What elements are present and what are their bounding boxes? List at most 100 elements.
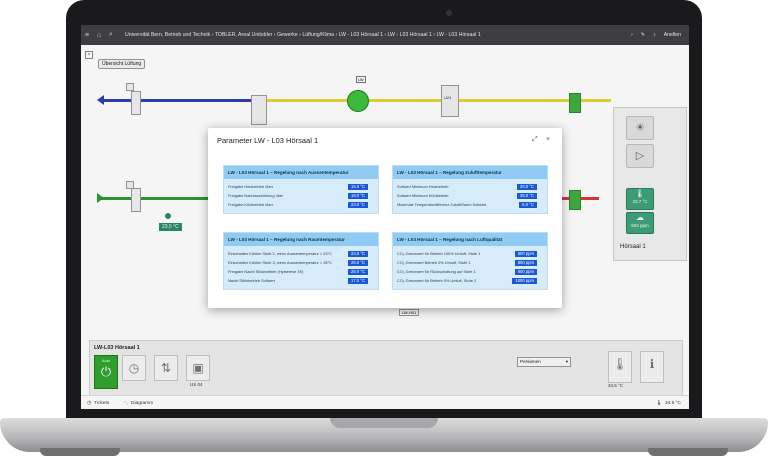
param-row: Freigabe Kühlbetrieb über 23.0 °C: [224, 200, 378, 209]
param-value[interactable]: 18.0 °C: [347, 192, 368, 199]
exhaust-valve[interactable]: [569, 190, 581, 210]
screen: ≡ ⌂ ⌕ Universität Bern, Betrieb und Tech…: [81, 25, 689, 409]
device-button[interactable]: ▣: [186, 355, 210, 381]
param-label: Freigabe Nachtauskühlung über: [228, 193, 284, 198]
expand-icon[interactable]: ⤢: [532, 136, 538, 143]
outdoor-air-pipe: [101, 99, 251, 102]
param-value[interactable]: 15.0 °C: [347, 183, 368, 190]
param-label: Nacht Stützbetrieb Sollwert: [228, 278, 275, 283]
param-value[interactable]: 600 ppm: [514, 250, 537, 257]
room-co2-tile[interactable]: ☁604 ppm: [626, 212, 654, 234]
param-label: Sollwert Minimum Heizbetrieb: [397, 184, 449, 189]
param-value[interactable]: 25.0 °C: [516, 192, 537, 199]
param-row: Freigabe Heizbetrieb über 15.0 °C: [224, 182, 378, 191]
card-supply-temp: LW - L03 Hörsaal 1 – Regelung Zulufttemp…: [392, 165, 548, 214]
param-row: Sollwert Minimum Kühlbetrieb 25.0 °C: [393, 191, 547, 200]
supply-valve[interactable]: [569, 93, 581, 113]
card-header: LW - L03 Hörsaal 1 – Regelung nach Raumt…: [224, 233, 378, 246]
param-label: Maximale Temperaturdifferenz Zuluft/Raum…: [397, 202, 487, 207]
param-label: CO₂-Grenzwert für Betrieb 100% Umluft, S…: [397, 251, 481, 256]
param-label: Freigabe Heizbetrieb über: [228, 184, 273, 189]
user-name[interactable]: Anellen: [663, 32, 681, 38]
auto-label: Auto: [101, 358, 111, 363]
param-value[interactable]: 5.0 °C: [519, 201, 537, 208]
power-icon: ⏻: [100, 364, 112, 379]
pump-button[interactable]: ⇅: [154, 355, 178, 381]
param-label: Freigabe Kühlbetrieb über: [228, 202, 273, 207]
room-name: Hörsaal 1: [620, 244, 646, 250]
room-temp-tile[interactable]: 🌡23.7 °C: [626, 188, 654, 210]
param-value[interactable]: 800 ppm: [514, 259, 537, 266]
damper-upper[interactable]: [126, 83, 134, 91]
param-label: CO₂-Grenzwert für Betrieb 0% Umluft, Stu…: [397, 278, 477, 283]
param-row: CO₂-Grenzwert für Betrieb 100% Umluft, S…: [393, 249, 547, 258]
room-panel: ☀ ▷ 🌡23.7 °C ☁604 ppm Hörsaal 1: [613, 107, 687, 261]
status-temp: 34.6 °C: [664, 400, 681, 406]
light-icon[interactable]: ☀: [626, 116, 654, 140]
param-row: Nacht Stützbetrieb Sollwert 17.0 °C: [224, 276, 378, 285]
outdoor-temp: 23.5 °C: [159, 223, 182, 231]
laptop-notch: [330, 418, 438, 428]
param-label: Einschalten Kühlen Stufe 3, wenn Aussent…: [228, 260, 332, 265]
topbar-actions: › ✎ ♪ Anellen: [631, 32, 689, 38]
param-row: CO₂-Grenzwert für Betrieb 0% Umluft, Stu…: [393, 276, 547, 285]
blinds-select-value: Persienen: [520, 359, 541, 364]
sensor-icon: [165, 213, 171, 219]
thermometer-button[interactable]: 🌡: [608, 351, 632, 383]
clock-icon[interactable]: ◷: [87, 400, 92, 406]
edit-icon[interactable]: ✎: [640, 32, 646, 38]
laptop-foot-left: [40, 448, 120, 456]
param-value[interactable]: 23.0 °C: [347, 250, 368, 257]
card-outdoor-temp: LW - L03 Hörsaal 1 – Regelung nach Ausse…: [223, 165, 379, 214]
chart-icon[interactable]: 〽: [123, 401, 129, 407]
damper-label: U24: [444, 95, 452, 100]
close-icon[interactable]: ×: [546, 136, 551, 143]
auto-button[interactable]: Auto ⏻: [94, 355, 118, 389]
laptop-foot-right: [648, 448, 728, 456]
param-value[interactable]: 23.0 °C: [347, 201, 368, 208]
breadcrumb[interactable]: Universität Bern, Betrieb und Technik › …: [125, 32, 481, 38]
chevron-right-icon[interactable]: ›: [631, 32, 633, 38]
param-value[interactable]: 800 ppm: [514, 268, 537, 275]
play-icon[interactable]: ▷: [626, 144, 654, 168]
damper-u24[interactable]: [441, 85, 459, 117]
arrow-right-icon: [97, 193, 104, 203]
param-row: Maximale Temperaturdifferenz Zuluft/Raum…: [393, 200, 547, 209]
param-row: Einschalten Kühlen Stufe 3, wenn Aussent…: [224, 258, 378, 267]
camera: [446, 10, 452, 16]
param-value[interactable]: 17.0 °C: [347, 277, 368, 284]
menu-icon[interactable]: ≡: [84, 31, 90, 39]
filter-upper[interactable]: [131, 91, 141, 115]
damper-lower[interactable]: [126, 181, 134, 189]
overview-button[interactable]: Übersicht Lüftung: [98, 59, 146, 69]
param-label: Sollwert Minimum Kühlbetrieb: [397, 193, 449, 198]
bell-icon[interactable]: ♪: [653, 32, 656, 38]
home-icon[interactable]: ⌂: [96, 31, 102, 39]
param-value[interactable]: 1000 ppm: [512, 277, 537, 284]
param-label: Freigabe Nacht Stützbetrieb (Hysterese 3…: [228, 269, 304, 274]
card-room-temp: LW - L03 Hörsaal 1 – Regelung nach Raumt…: [223, 232, 379, 290]
blinds-select[interactable]: Persienen▾: [517, 357, 571, 367]
info-button[interactable]: ℹ: [640, 351, 664, 383]
us-label: US 04: [190, 382, 203, 387]
param-row: Einschalten Kühlen Stufe 2, wenn Aussent…: [224, 249, 378, 258]
clock-button[interactable]: ◷: [122, 355, 146, 381]
param-value[interactable]: 26.0 °C: [347, 259, 368, 266]
param-value[interactable]: 20.0 °C: [516, 183, 537, 190]
parameter-dialog: Parameter LW - L03 Hörsaal 1 ⤢ × LW - L0…: [208, 128, 562, 308]
supply-air-pipe: [251, 99, 611, 102]
search-icon[interactable]: ⌕: [109, 31, 113, 38]
fan-icon[interactable]: [347, 90, 369, 112]
card-air-quality: LW - L03 Hörsaal 1 – Regelung nach Luftq…: [392, 232, 548, 290]
filter-lower[interactable]: [131, 188, 141, 212]
arrow-left-icon: [97, 95, 104, 105]
param-row: Freigabe Nachtauskühlung über 18.0 °C: [224, 191, 378, 200]
param-value[interactable]: 28.0 °C: [347, 268, 368, 275]
heat-exchanger-upper[interactable]: [251, 95, 267, 125]
param-label: CO₂-Grenzwert Betrieb 0% Umluft, Stufe 1: [397, 260, 471, 265]
close-icon[interactable]: ×: [85, 51, 93, 59]
diagramm-link[interactable]: Diagramm: [131, 400, 154, 406]
room-co2-value: 604 ppm: [631, 223, 649, 228]
param-row: Sollwert Minimum Heizbetrieb 20.0 °C: [393, 182, 547, 191]
tickets-link[interactable]: Tickets: [94, 400, 110, 406]
